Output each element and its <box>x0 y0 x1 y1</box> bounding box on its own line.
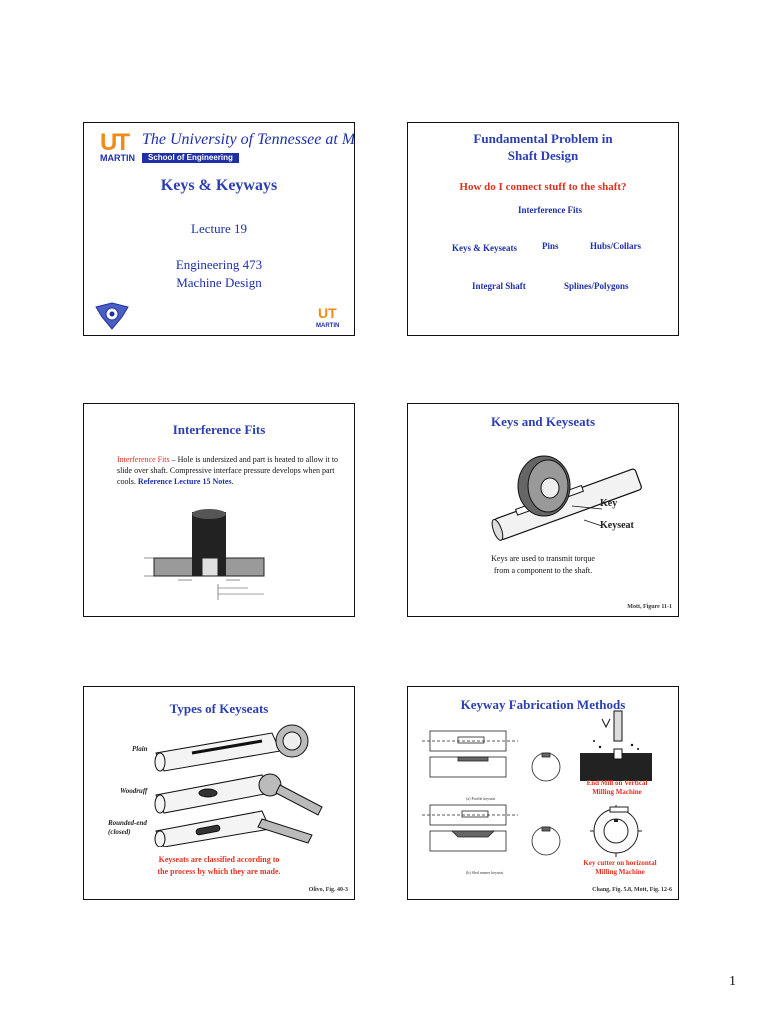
ut-corner-logo: UT MARTIN <box>316 305 340 329</box>
caption-line1: Keys are used to transmit torque <box>491 554 595 563</box>
item-keys-keyseats: Keys & Keyseats <box>452 243 517 253</box>
ut-mark: UT <box>100 129 130 156</box>
lecture-number: Lecture 19 <box>191 221 247 236</box>
reference-note: Reference Lecture 15 Notes <box>137 477 232 486</box>
slide1-title: Keys & Keyways <box>160 177 278 194</box>
course-number: Engineering 473 <box>175 257 263 272</box>
slide6-title: Keyway Fabrication Methods <box>460 697 626 712</box>
interference-fit-diagram <box>144 509 265 600</box>
school-bar: School of Engineering <box>142 153 239 163</box>
key-cutter-illustration <box>590 805 642 857</box>
page-number: 1 <box>729 974 736 989</box>
end-mill-illustration <box>580 710 652 781</box>
label-key-cutter-1: Key cutter on horizontal <box>583 859 657 867</box>
caption-line2: the process by which they are made. <box>157 867 281 876</box>
source-credit: Chang, Fig. 5.8, Mott, Fig. 12-6 <box>592 887 672 893</box>
source-credit: Olivo, Fig. 40-3 <box>308 887 348 893</box>
sub-caption-b: (b) Sled runner keyseat <box>466 870 504 875</box>
source-credit: Mott, Figure 11-1 <box>627 604 672 610</box>
caption-line2: from a component to the shaft. <box>493 566 593 575</box>
university-name: The University of Tennessee at Martin <box>142 131 355 148</box>
label-woodruff: Woodruff <box>120 787 148 795</box>
item-splines-polygons: Splines/Polygons <box>564 281 629 291</box>
label-plain: Plain <box>132 745 148 753</box>
label-rounded-end: Rounded-end <box>108 819 147 827</box>
slide3-description: Interference Fits – Hole is undersized a… <box>117 455 339 486</box>
slide-title: UT The University of Tennessee at Martin… <box>83 122 355 336</box>
slide5-title: Types of Keyseats <box>169 701 269 716</box>
keyseat-types-illustration <box>154 724 323 847</box>
label-keyseat: Keyseat <box>600 520 634 531</box>
slide-fundamental-problem: Fundamental Problem in Shaft Design How … <box>407 122 679 336</box>
sub-caption-a: (a) Profile keyseat <box>466 796 496 801</box>
martin-label: MARTIN <box>100 153 135 163</box>
slide-keys-keyseats: Keys and Keyseats Key Keyseat Keys are u… <box>407 403 679 617</box>
course-name: Machine Design <box>176 275 262 290</box>
keyseat-profile-drawings <box>422 730 561 856</box>
label-end-mill-2: Milling Machine <box>592 788 642 796</box>
label-key-cutter-2: Milling Machine <box>595 868 645 876</box>
item-interference-fits: Interference Fits <box>518 205 583 215</box>
item-integral-shaft: Integral Shaft <box>472 281 526 291</box>
item-pins: Pins <box>542 241 559 251</box>
slide2-title-line2: Shaft Design <box>507 148 579 163</box>
seal-logo <box>95 302 129 330</box>
slide-keyway-fabrication: Keyway Fabrication Methods (a) Profile k… <box>407 686 679 900</box>
slide3-title: Interference Fits <box>172 422 266 437</box>
slide-types-of-keyseats: Types of Keyseats Plain Woodruff Rounded… <box>83 686 355 900</box>
slide2-title-line1: Fundamental Problem in <box>473 131 613 146</box>
ut-logo: UT <box>98 129 138 159</box>
caption-line1: Keyseats are classified according to <box>158 855 280 864</box>
label-closed: (closed) <box>108 828 131 836</box>
slide2-question: How do I connect stuff to the shaft? <box>459 181 627 193</box>
label-end-mill-1: End Mill on Vertical <box>586 779 648 787</box>
shaft-key-illustration <box>491 455 642 541</box>
term-interference-fits: Interference Fits <box>117 455 170 464</box>
label-key: Key <box>600 498 618 509</box>
description-text: – Hole is undersized and part is heated … <box>117 455 339 486</box>
slide-interference-fits: Interference Fits Interference Fits – Ho… <box>83 403 355 617</box>
item-hubs-collars: Hubs/Collars <box>590 241 642 251</box>
slide4-title: Keys and Keyseats <box>491 414 595 429</box>
